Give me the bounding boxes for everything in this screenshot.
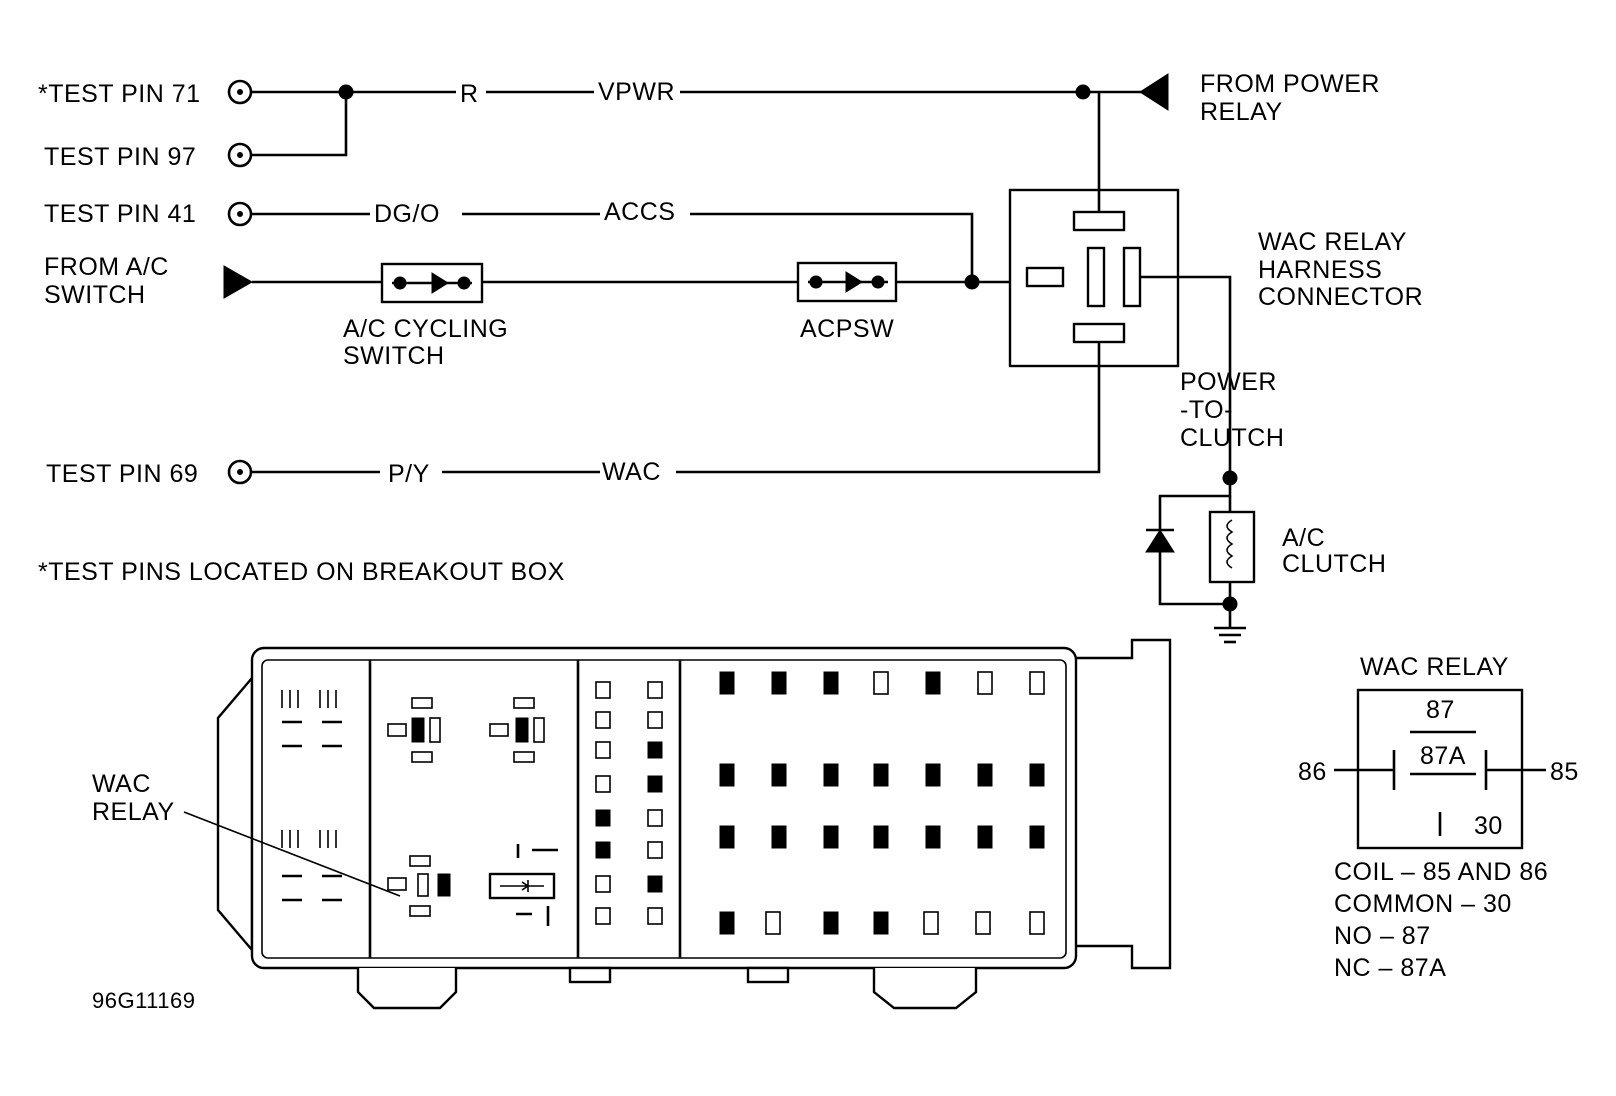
relay-legend-coil: COIL – 85 AND 86	[1334, 858, 1548, 886]
power-to-clutch-label: POWER	[1180, 368, 1277, 396]
test-pin-97-label: TEST PIN 97	[44, 143, 196, 171]
ac-cycling-switch-label: A/C CYCLING	[343, 315, 508, 343]
test-pin-41-label: TEST PIN 41	[44, 200, 196, 228]
splice-dot	[1222, 596, 1238, 612]
wire-circuit-wac: WAC	[602, 458, 661, 486]
ac-clutch-coil	[1208, 510, 1256, 584]
diode-icon	[1145, 528, 1175, 553]
fuse-box-fuse-column	[595, 681, 663, 925]
footnote: *TEST PINS LOCATED ON BREAKOUT BOX	[38, 558, 565, 586]
fuse-relay-box	[216, 638, 1172, 1010]
harness-connector-label: WAC RELAY	[1258, 228, 1407, 256]
figure-id: 96G11169	[92, 988, 196, 1013]
terminal-85: 85	[1550, 758, 1579, 786]
wac-relay-callout: WAC	[92, 770, 151, 798]
wac-relay-callout-2: RELAY	[92, 798, 175, 826]
wac-relay-title: WAC RELAY	[1360, 653, 1509, 681]
wac-relay-pointer	[183, 811, 401, 897]
splice-dot	[964, 274, 980, 290]
wire-color-r: R	[460, 80, 479, 108]
ground-icon	[1214, 626, 1246, 644]
test-pin-71-label: *TEST PIN 71	[38, 80, 201, 108]
harness-connector-label-3: CONNECTOR	[1258, 283, 1423, 311]
power-to-clutch-label-3: CLUTCH	[1180, 424, 1284, 452]
splice-dot	[1075, 84, 1091, 100]
relay-legend-nc: NC – 87A	[1334, 954, 1446, 982]
acpsw-label: ACPSW	[800, 315, 894, 343]
ac-clutch-label: A/C	[1282, 524, 1325, 552]
from-power-relay-arrow-icon	[1139, 73, 1169, 111]
wire-color-py: P/Y	[388, 460, 430, 488]
relay-legend-common: COMMON – 30	[1334, 890, 1512, 918]
from-ac-switch-arrow-icon	[223, 265, 254, 299]
from-ac-switch-label-2: SWITCH	[44, 281, 146, 309]
terminal-87a: 87A	[1420, 742, 1466, 770]
test-pin-69-label: TEST PIN 69	[46, 460, 198, 488]
from-power-relay-label: FROM POWER	[1200, 70, 1380, 98]
ac-cycling-switch-label-2: SWITCH	[343, 342, 445, 370]
wire-circuit-vpwr: VPWR	[598, 78, 675, 106]
terminal-30: 30	[1474, 812, 1503, 840]
power-to-clutch-label-2: -TO-	[1180, 396, 1233, 424]
from-power-relay-label-2: RELAY	[1200, 98, 1283, 126]
fuse-box-relay-section	[387, 697, 558, 926]
terminal-86: 86	[1298, 758, 1327, 786]
fuse-box-left-section	[281, 690, 342, 902]
wire-circuit-accs: ACCS	[604, 198, 675, 226]
harness-connector-label-2: HARNESS	[1258, 256, 1382, 284]
relay-legend-no: NO – 87	[1334, 922, 1431, 950]
fuse-box-maxi-fuses	[719, 671, 1045, 935]
from-ac-switch-label: FROM A/C	[44, 253, 169, 281]
wire-color-dgo: DG/O	[374, 200, 440, 228]
terminal-87: 87	[1426, 696, 1455, 724]
ac-clutch-label-2: CLUTCH	[1282, 550, 1386, 578]
